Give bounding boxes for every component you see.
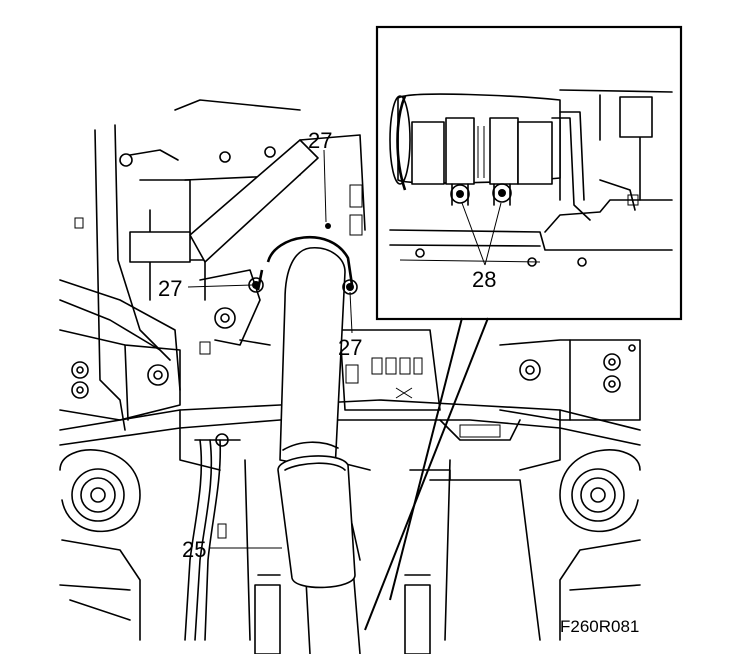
callout-labels: 27 27 27 25 28 F260R081	[158, 128, 639, 636]
callout-27-bottom: 27	[338, 335, 362, 360]
right-mount-bracket	[499, 339, 641, 421]
leader-lines	[187, 149, 502, 631]
left-wheel-hub	[59, 449, 141, 641]
callout-28: 28	[472, 267, 496, 292]
right-wheel-hub	[559, 449, 641, 641]
callout-27-left: 27	[158, 276, 182, 301]
wiring-harness	[184, 433, 241, 641]
left-mount-bracket	[59, 329, 181, 421]
figure-code: F260R081	[560, 617, 639, 636]
diagonal-strut	[189, 139, 319, 263]
callout-27-top: 27	[308, 128, 332, 153]
detail-inset	[375, 25, 683, 321]
center-bracket	[339, 329, 441, 411]
crossmember	[59, 399, 641, 471]
callout-25: 25	[182, 537, 206, 562]
lower-rails	[217, 459, 541, 654]
muffler-sleeve	[277, 455, 356, 589]
